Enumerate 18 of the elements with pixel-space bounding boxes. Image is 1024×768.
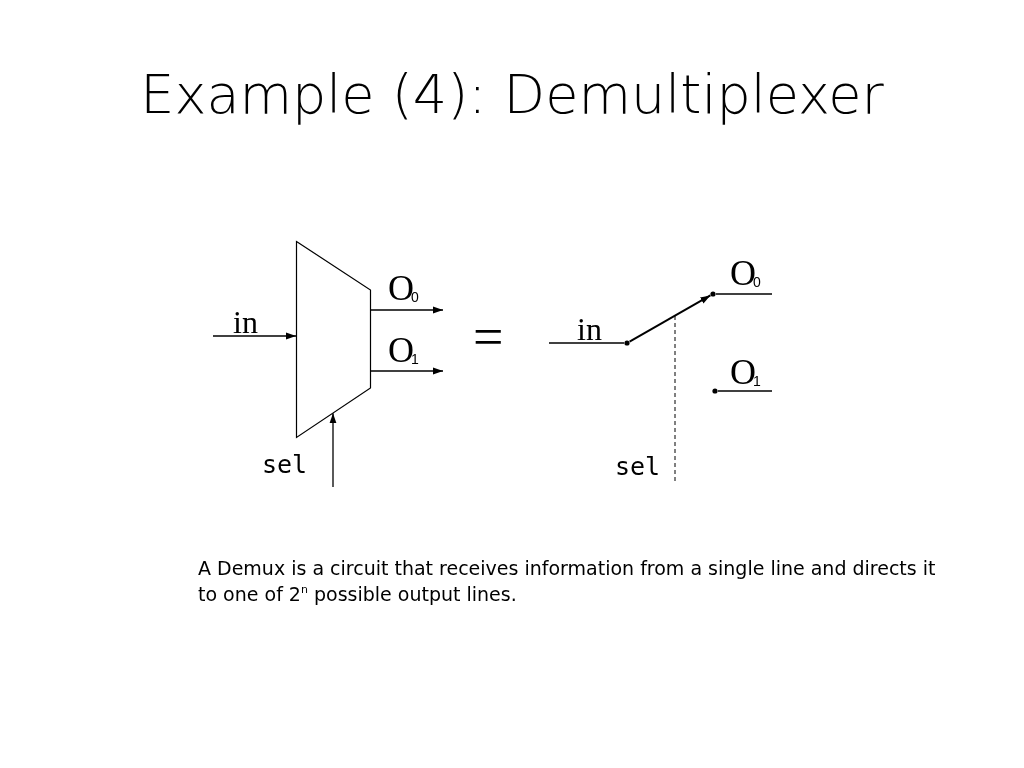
demultiplexer-block xyxy=(295,240,372,439)
equals-sign: = xyxy=(473,310,504,364)
contact-dot xyxy=(624,340,630,346)
signal-label: in xyxy=(577,313,602,345)
signal-label: sel xyxy=(262,452,308,477)
switch-arm-arrow xyxy=(628,294,712,343)
wire-line xyxy=(715,293,773,295)
contact-dot xyxy=(710,291,716,297)
signal-label: sel xyxy=(615,454,661,479)
caption-text: A Demux is a circuit that receives information from a single line and directs it to one of 2$^{n}$ possible output lines. xyxy=(198,556,937,607)
signal-arrow xyxy=(370,306,444,314)
signal-label: in xyxy=(233,306,258,338)
signal-arrow xyxy=(212,332,297,340)
wire-line xyxy=(548,342,625,344)
signal-arrow xyxy=(370,367,444,375)
wire-line xyxy=(717,390,773,392)
contact-dot xyxy=(712,388,718,394)
signal-arrow xyxy=(329,412,337,488)
